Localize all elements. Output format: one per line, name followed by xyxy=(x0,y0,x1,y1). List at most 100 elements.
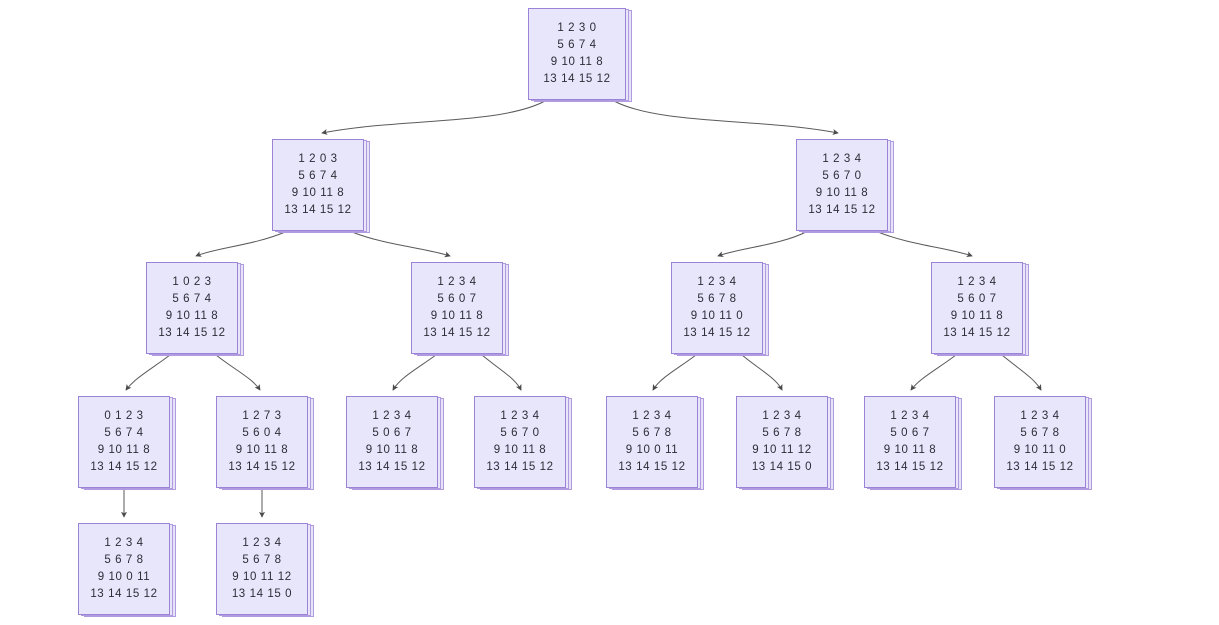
puzzle-row: 5 6 0 4 xyxy=(242,427,282,439)
puzzle-row: 5 6 7 8 xyxy=(697,293,737,305)
puzzle-row: 1 2 3 0 xyxy=(557,22,597,34)
puzzle-row: 1 2 3 4 xyxy=(890,410,930,422)
state-node[interactable]: 1 2 3 4 5 0 6 7 9 10 11 8 13 14 15 12 xyxy=(346,396,444,490)
node-face: 1 2 3 4 5 6 7 8 9 10 11 12 13 14 15 0 xyxy=(216,523,308,615)
puzzle-row: 0 1 2 3 xyxy=(104,410,144,422)
puzzle-row: 13 14 15 12 xyxy=(90,461,158,473)
puzzle-row: 13 14 15 12 xyxy=(228,461,296,473)
puzzle-row: 13 14 15 12 xyxy=(158,327,226,339)
puzzle-row: 5 6 7 4 xyxy=(557,39,597,51)
puzzle-row: 9 10 11 8 xyxy=(235,444,289,456)
tree-edge xyxy=(717,231,807,258)
puzzle-row: 5 6 7 4 xyxy=(172,293,212,305)
state-node[interactable]: 1 0 2 3 5 6 7 4 9 10 11 8 13 14 15 12 xyxy=(146,262,244,356)
puzzle-row: 9 10 11 8 xyxy=(291,187,345,199)
puzzle-row: 1 2 3 4 xyxy=(822,153,862,165)
puzzle-row: 5 6 7 8 xyxy=(1020,427,1060,439)
puzzle-row: 5 6 7 0 xyxy=(500,427,540,439)
puzzle-row: 9 10 11 8 xyxy=(883,444,937,456)
puzzle-row: 13 14 15 12 xyxy=(90,588,158,600)
puzzle-row: 13 14 15 12 xyxy=(284,204,352,216)
node-face: 1 2 3 4 5 6 0 7 9 10 11 8 13 14 15 12 xyxy=(931,262,1023,354)
tree-edge xyxy=(481,354,522,391)
puzzle-row: 13 14 15 12 xyxy=(808,204,876,216)
puzzle-row: 5 0 6 7 xyxy=(890,427,930,439)
puzzle-row: 9 10 11 0 xyxy=(690,310,744,322)
puzzle-row: 13 14 15 12 xyxy=(943,327,1011,339)
state-node[interactable]: 1 2 3 4 5 6 7 8 9 10 11 0 13 14 15 12 xyxy=(671,262,769,356)
puzzle-row: 1 2 3 4 xyxy=(372,410,412,422)
tree-edge xyxy=(741,354,783,391)
node-face: 1 2 3 4 5 0 6 7 9 10 11 8 13 14 15 12 xyxy=(346,396,438,488)
puzzle-row: 9 10 11 8 xyxy=(365,444,419,456)
puzzle-row: 9 10 0 11 xyxy=(97,571,151,583)
puzzle-row: 5 6 7 8 xyxy=(242,554,282,566)
puzzle-row: 5 6 7 4 xyxy=(298,170,338,182)
state-node[interactable]: 1 2 7 3 5 6 0 4 9 10 11 8 13 14 15 12 xyxy=(216,396,314,490)
puzzle-row: 5 6 7 0 xyxy=(822,170,862,182)
puzzle-row: 9 10 11 8 xyxy=(493,444,547,456)
state-node[interactable]: 1 2 3 4 5 6 7 0 9 10 11 8 13 14 15 12 xyxy=(474,396,572,490)
puzzle-row: 5 6 0 7 xyxy=(957,293,997,305)
puzzle-row: 13 14 15 12 xyxy=(618,461,686,473)
puzzle-row: 5 0 6 7 xyxy=(372,427,412,439)
tree-edge xyxy=(215,354,261,391)
state-node[interactable]: 1 2 3 4 5 6 0 7 9 10 11 8 13 14 15 12 xyxy=(931,262,1029,356)
node-face: 1 2 3 4 5 6 7 0 9 10 11 8 13 14 15 12 xyxy=(474,396,566,488)
tree-edge xyxy=(613,100,839,135)
node-face: 1 2 3 4 5 0 6 7 9 10 11 8 13 14 15 12 xyxy=(864,396,956,488)
puzzle-row: 9 10 11 8 xyxy=(430,310,484,322)
puzzle-row: 9 10 0 11 xyxy=(625,444,679,456)
puzzle-row: 1 2 3 4 xyxy=(1020,410,1060,422)
node-face: 1 2 7 3 5 6 0 4 9 10 11 8 13 14 15 12 xyxy=(216,396,308,488)
puzzle-row: 13 14 15 0 xyxy=(231,588,293,600)
puzzle-row: 1 2 7 3 xyxy=(242,410,282,422)
puzzle-row: 1 0 2 3 xyxy=(172,276,212,288)
puzzle-row: 1 2 3 4 xyxy=(242,537,282,549)
puzzle-row: 1 2 3 4 xyxy=(957,276,997,288)
puzzle-row: 13 14 15 12 xyxy=(543,73,611,85)
puzzle-row: 1 2 3 4 xyxy=(697,276,737,288)
puzzle-row: 13 14 15 0 xyxy=(751,461,813,473)
node-face: 1 2 3 4 5 6 7 8 9 10 11 0 13 14 15 12 xyxy=(671,262,763,354)
puzzle-row: 9 10 11 12 xyxy=(232,571,292,583)
puzzle-row: 13 14 15 12 xyxy=(423,327,491,339)
puzzle-row: 5 6 0 7 xyxy=(437,293,477,305)
tree-edge xyxy=(877,231,973,258)
tree-edge xyxy=(652,354,697,391)
state-node[interactable]: 1 2 3 4 5 0 6 7 9 10 11 8 13 14 15 12 xyxy=(864,396,962,490)
puzzle-row: 5 6 7 8 xyxy=(762,427,802,439)
puzzle-row: 13 14 15 12 xyxy=(358,461,426,473)
puzzle-row: 9 10 11 8 xyxy=(165,310,219,322)
tree-edge xyxy=(351,231,451,258)
puzzle-row: 13 14 15 12 xyxy=(486,461,554,473)
tree-edge xyxy=(1001,354,1042,391)
puzzle-row: 13 14 15 12 xyxy=(683,327,751,339)
puzzle-row: 1 2 3 4 xyxy=(500,410,540,422)
puzzle-row: 5 6 7 8 xyxy=(104,554,144,566)
node-face: 1 0 2 3 5 6 7 4 9 10 11 8 13 14 15 12 xyxy=(146,262,238,354)
puzzle-row: 9 10 11 8 xyxy=(950,310,1004,322)
puzzle-row: 9 10 11 8 xyxy=(97,444,151,456)
state-node[interactable]: 1 2 3 4 5 6 7 8 9 10 11 12 13 14 15 0 xyxy=(216,523,314,617)
puzzle-row: 5 6 7 8 xyxy=(632,427,672,439)
puzzle-row: 13 14 15 12 xyxy=(876,461,944,473)
